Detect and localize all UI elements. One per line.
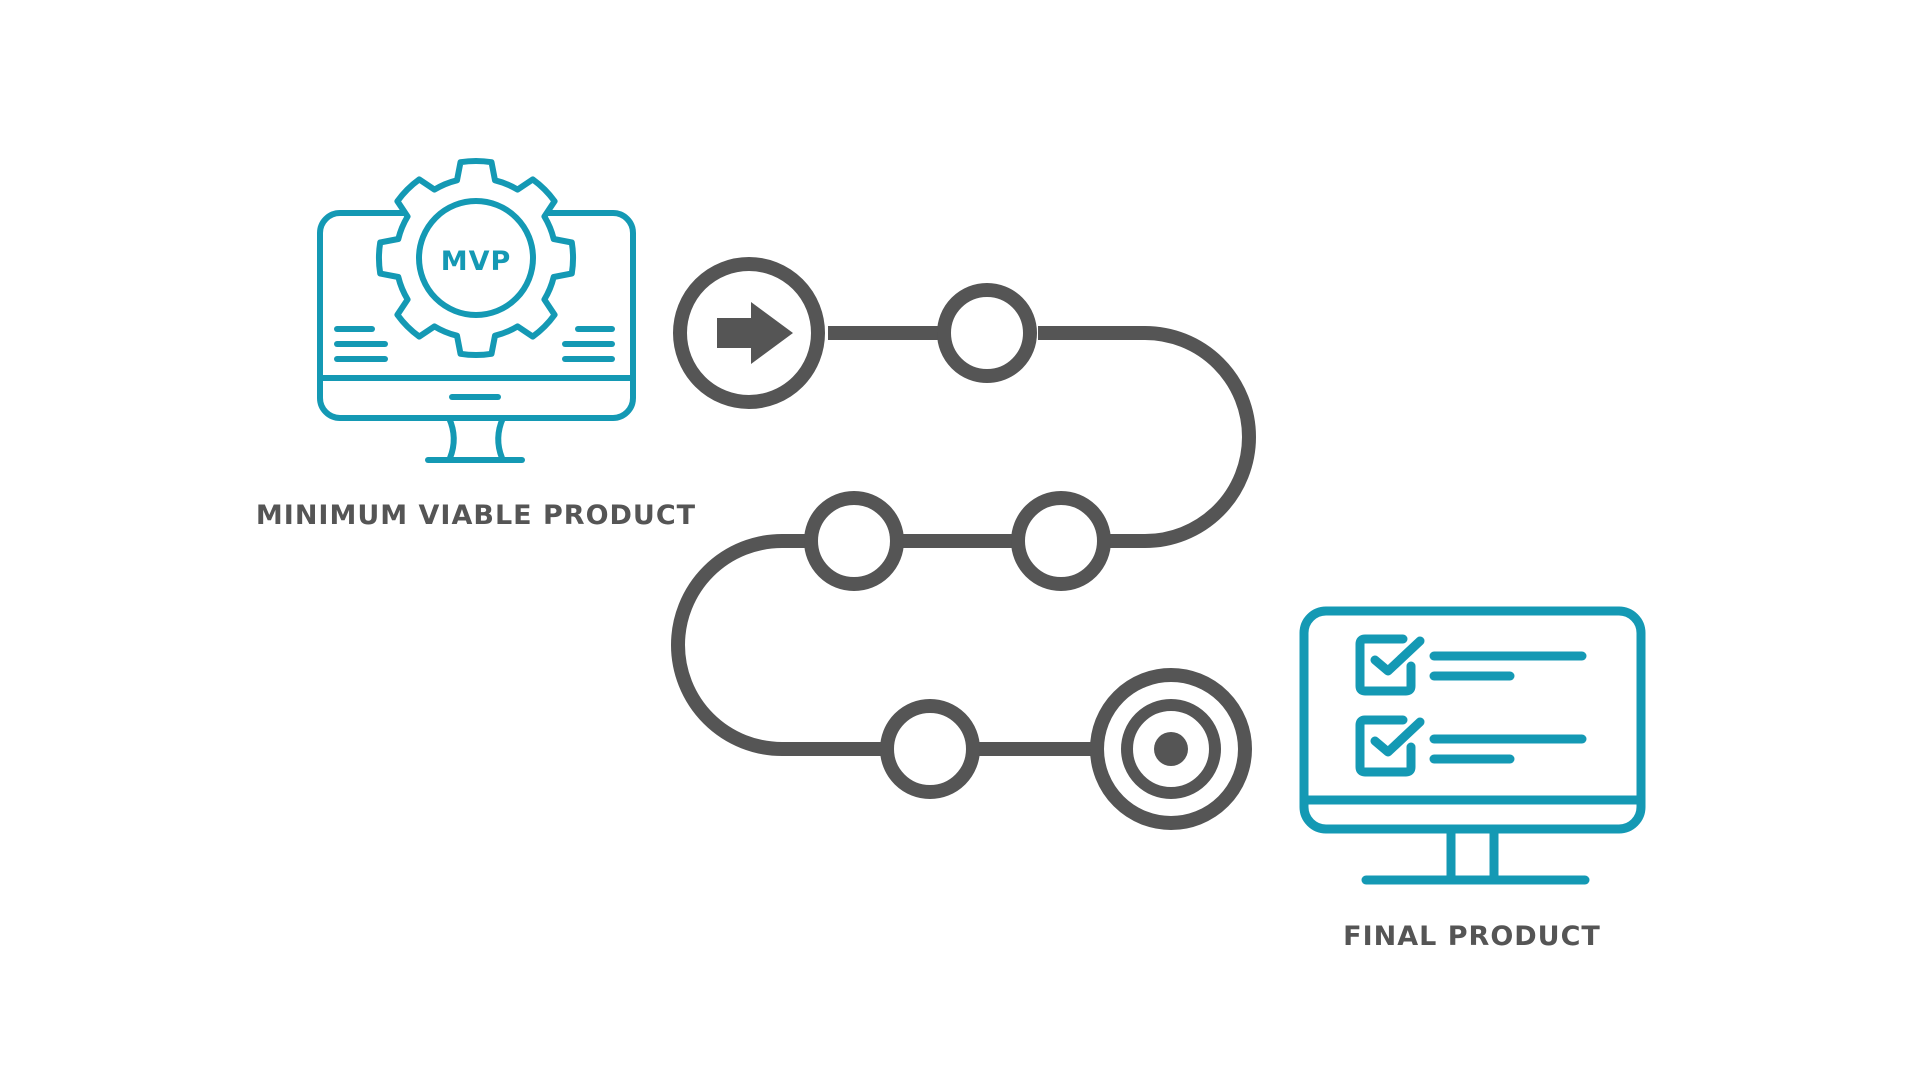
checkbox-icon xyxy=(1355,634,1416,696)
check-icon xyxy=(1370,636,1425,676)
roadmap-start xyxy=(673,257,825,409)
roadmap-milestones xyxy=(804,283,1111,799)
mvp-gear-text: MVP xyxy=(441,246,512,277)
milestone-circle xyxy=(880,699,980,799)
milestone-circle xyxy=(804,491,904,591)
final-monitor-icon xyxy=(1299,606,1646,885)
mvp-label: MINIMUM VIABLE PRODUCT xyxy=(256,500,696,531)
gear-inner-circle xyxy=(416,198,536,318)
check-icon xyxy=(1370,717,1425,757)
target-center xyxy=(1154,732,1188,766)
milestone-circle xyxy=(937,283,1037,383)
final-monitor-frame xyxy=(1299,606,1646,834)
mvp-monitor-icon xyxy=(317,157,636,463)
target-icon xyxy=(1090,668,1252,830)
milestone-circle xyxy=(1011,491,1111,591)
checkbox-icon xyxy=(1355,715,1416,777)
path-curve-left xyxy=(671,534,783,756)
mvp-monitor-neck xyxy=(446,415,506,461)
final-label: FINAL PRODUCT xyxy=(1343,921,1601,952)
roadmap-path xyxy=(671,326,1256,756)
path-curve-right xyxy=(1144,326,1256,548)
arrow-icon xyxy=(717,302,793,364)
